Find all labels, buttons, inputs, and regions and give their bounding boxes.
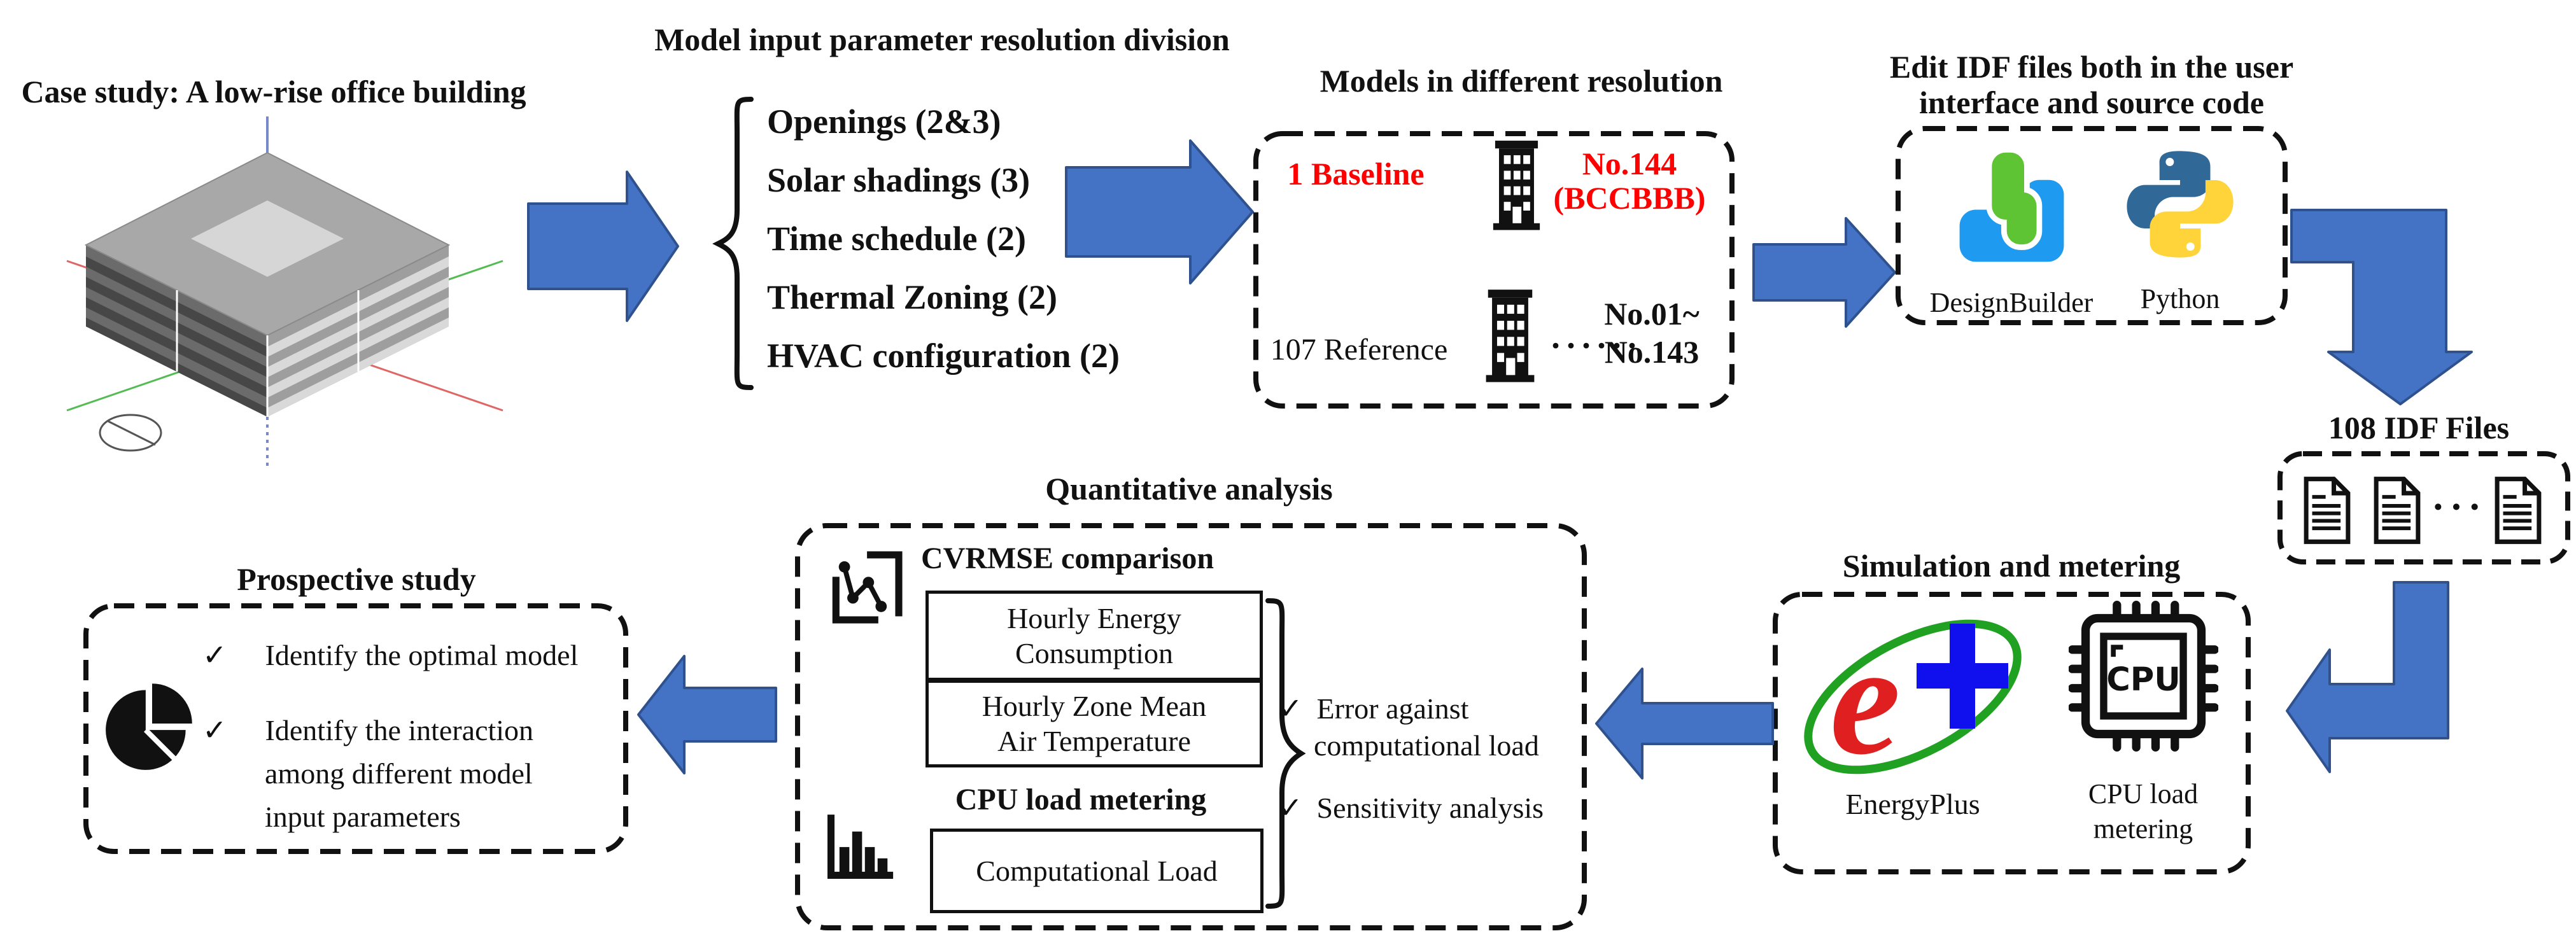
parameter-item-solar-shadings: Solar shadings (3) bbox=[767, 161, 1031, 199]
hourly-energy-line1: Hourly Energy bbox=[1007, 601, 1181, 634]
resolution-division-title: Model input parameter resolution divisio… bbox=[654, 22, 1230, 57]
idf-files-box-border bbox=[2277, 451, 2570, 564]
building-icon-baseline bbox=[1493, 141, 1540, 230]
cpu-chip-label: CPU bbox=[2106, 661, 2181, 699]
prospective-item-2: ✓ Identify the interaction bbox=[202, 713, 533, 748]
pie-chart-icon bbox=[106, 683, 192, 770]
hourly-zone-line1: Hourly Zone Mean bbox=[982, 689, 1207, 722]
reference-dots: ······ bbox=[1550, 326, 1642, 365]
parameter-item-hvac: HVAC configuration (2) bbox=[767, 337, 1120, 375]
right-brace-icon bbox=[1265, 598, 1306, 909]
models-title: Models in different resolution bbox=[1320, 63, 1723, 99]
cpu-load-metering-label-line1: CPU load bbox=[2088, 778, 2199, 809]
hourly-zone-line2: Air Temperature bbox=[997, 725, 1191, 757]
hourly-energy-line2: Consumption bbox=[1015, 637, 1173, 669]
parameter-item-time-schedule: Time schedule (2) bbox=[767, 220, 1026, 258]
cpu-load-metering-heading: CPU load metering bbox=[955, 783, 1207, 816]
parameter-item-thermal-zoning: Thermal Zoning (2) bbox=[767, 278, 1058, 316]
check-error-against: ✓ Error against bbox=[1278, 691, 1468, 726]
designbuilder-logo-icon bbox=[1959, 148, 2064, 262]
svg-text:e: e bbox=[1830, 612, 1901, 788]
arrow-right-2 bbox=[1065, 139, 1254, 284]
prospective-item-1: ✓ Identify the optimal model bbox=[202, 638, 578, 673]
cvrmse-heading: CVRMSE comparison bbox=[921, 542, 1214, 575]
energyplus-logo-icon: e bbox=[1804, 612, 2022, 788]
arrow-right-1 bbox=[527, 171, 679, 322]
parameter-item-openings: Openings (2&3) bbox=[767, 102, 1001, 141]
models-box-border bbox=[1253, 131, 1735, 409]
quantitative-title: Quantitative analysis bbox=[1045, 471, 1333, 507]
idf-files-dots: ··· bbox=[2431, 486, 2487, 529]
edit-idf-box-border bbox=[1896, 126, 2288, 325]
energyplus-label: EnergyPlus bbox=[1845, 788, 1980, 820]
hourly-energy-box: Hourly Energy Consumption bbox=[926, 591, 1263, 681]
reference-number-start: No.01~ bbox=[1604, 296, 1700, 332]
prospective-box-border bbox=[83, 603, 628, 854]
baseline-code: (BCCBBB) bbox=[1553, 180, 1706, 216]
simulation-box-border bbox=[1773, 592, 2251, 874]
prospective-item1-label: Identify the optimal model bbox=[265, 639, 579, 671]
case-study-title: Case study: A low-rise office building bbox=[21, 74, 526, 109]
python-logo-icon bbox=[2127, 151, 2234, 258]
quantitative-box-border bbox=[795, 523, 1587, 930]
arrow-left-2 bbox=[637, 655, 777, 774]
baseline-label: 1 Baseline bbox=[1287, 156, 1425, 192]
reference-number-end: No.143 bbox=[1604, 334, 1700, 370]
cpu-load-metering-label-line2: metering bbox=[2093, 813, 2193, 844]
idf-files-title: 108 IDF Files bbox=[2328, 410, 2510, 445]
scatter-line-chart-icon bbox=[832, 551, 903, 624]
designbuilder-label: DesignBuilder bbox=[1929, 287, 2094, 318]
check-error-line2: computational load bbox=[1314, 729, 1539, 762]
reference-label: 107 Reference bbox=[1270, 333, 1448, 367]
arrow-left-1 bbox=[1595, 668, 1774, 780]
check-icon: ✓ bbox=[202, 639, 227, 671]
document-icon-3 bbox=[2495, 477, 2542, 544]
compass-icon bbox=[99, 414, 162, 452]
prospective-item2-line1: Identify the interaction bbox=[265, 714, 534, 746]
baseline-number: No.144 bbox=[1582, 146, 1677, 181]
check-icon: ✓ bbox=[1278, 792, 1303, 824]
arrow-elbow-down-left bbox=[2286, 581, 2449, 773]
building-icon-reference bbox=[1486, 290, 1535, 382]
check-error-line1: Error against bbox=[1316, 692, 1469, 725]
building-3d-model-image bbox=[66, 116, 503, 469]
document-icon-1 bbox=[2304, 477, 2351, 544]
check-sensitivity: ✓ Sensitivity analysis bbox=[1278, 790, 1544, 825]
check-icon: ✓ bbox=[1278, 692, 1303, 725]
computational-load-label: Computational Load bbox=[976, 854, 1218, 887]
arrow-right-3 bbox=[1752, 217, 1896, 328]
bar-chart-icon bbox=[827, 815, 894, 879]
edit-idf-title-line2: interface and source code bbox=[1918, 85, 2265, 120]
prospective-title: Prospective study bbox=[237, 561, 476, 597]
edit-idf-title-line1: Edit IDF files both in the user bbox=[1889, 49, 2294, 85]
python-label: Python bbox=[2140, 283, 2220, 314]
hourly-zone-box: Hourly Zone Mean Air Temperature bbox=[926, 680, 1263, 767]
simulation-title: Simulation and metering bbox=[1842, 548, 2181, 584]
computational-load-box: Computational Load bbox=[930, 829, 1263, 913]
prospective-item2-line3: input parameters bbox=[265, 801, 461, 833]
check-icon: ✓ bbox=[202, 714, 227, 746]
document-icon-2 bbox=[2374, 477, 2421, 544]
cpu-chip-icon: CPU bbox=[2069, 601, 2218, 752]
prospective-item2-line2: among different model bbox=[265, 757, 533, 790]
arrow-elbow-right-down bbox=[2290, 209, 2473, 405]
check-sensitivity-label: Sensitivity analysis bbox=[1316, 792, 1544, 824]
left-brace-icon bbox=[712, 97, 754, 390]
